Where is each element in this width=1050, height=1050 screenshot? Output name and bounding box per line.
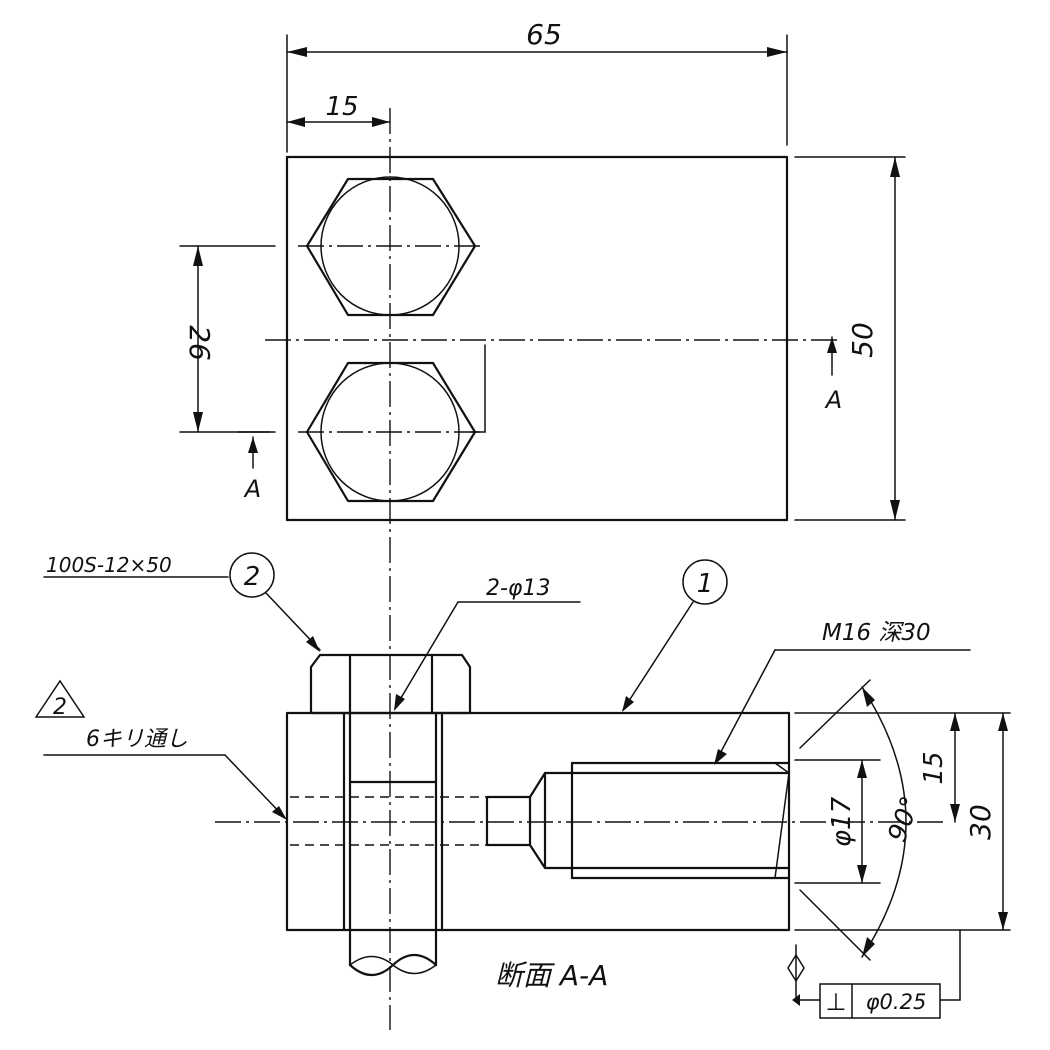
dim-15-top: 15 [325,92,358,122]
top-view-dimensions: 65 15 26 50 A A [179,18,906,521]
drill-note-label: 6キリ通し [86,727,188,752]
balloon-bolt [229,552,275,598]
hole-spec-label: 2-φ13 [486,576,550,601]
top-view [265,108,842,1030]
bolt-head-side [309,653,472,715]
dim-50: 50 [846,322,879,358]
dim-phi17: φ17 [827,796,857,847]
section-mark-top-right: A [824,386,842,414]
dim-arc-90 [861,686,907,958]
section-view [215,653,945,977]
tolerance-frame-box [819,983,941,1019]
dim-angle-90: 90° [883,792,927,846]
tolerance-symbol: ⊥ [826,988,847,1016]
section-cut-path [469,344,486,433]
tolerance-frame: ⊥ φ0.25 [792,929,961,1019]
section-dimensions: φ17 90° 15 30 [794,679,1011,961]
threaded-hole [543,761,791,880]
revision-triangle [34,679,86,718]
bolt-spec-label: 100S-12×50 [46,553,172,577]
thread-spec-label: M16 深30 [822,620,931,646]
section-title: 断面 A-A [495,959,608,992]
dim-15-side: 15 [919,751,949,784]
dim-65: 65 [526,18,562,51]
balloon-block-number: 1 [697,569,714,599]
top-view-outline [285,155,789,522]
bolt-shank [342,711,444,977]
balloon-block [682,559,728,605]
callouts: 100S-12×50 2 2-φ13 1 M16 深30 2 6キリ通し 断面 … [34,552,971,992]
revision-number: 2 [53,695,67,720]
balloon-bolt-number: 2 [244,562,261,592]
section-mark-bottom-left: A [243,475,261,503]
tolerance-value: φ0.25 [866,990,927,1014]
dim-26: 26 [183,325,216,361]
dim-30: 30 [964,804,997,840]
